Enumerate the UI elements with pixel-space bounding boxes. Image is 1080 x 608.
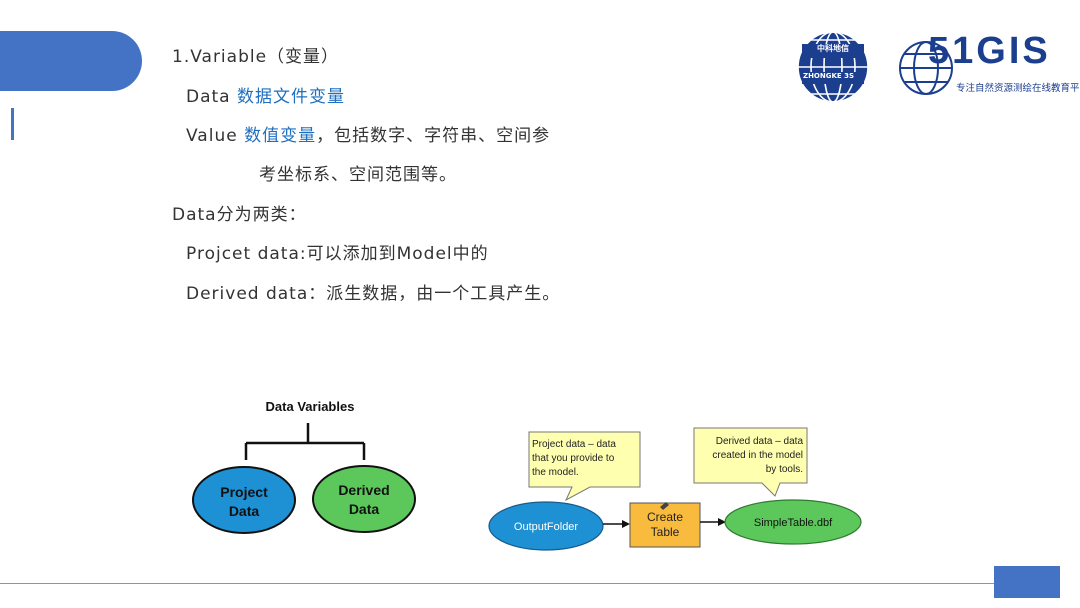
line-value-rest: ，包括数字、字符串、空间参 xyxy=(316,126,551,146)
project-data-label-2: Data xyxy=(229,503,260,519)
line-project-data: Projcet data:可以添加到Model中的 xyxy=(186,244,489,264)
tree-connectors xyxy=(244,423,366,460)
callout2-line3: by tools. xyxy=(766,464,803,475)
line-data-highlight: 数据文件变量 xyxy=(237,87,345,107)
create-table-tool-node xyxy=(629,502,701,548)
logo2-main-text: 51GIS xyxy=(928,30,1051,72)
line-data: Data 数据文件变量 xyxy=(186,82,345,107)
bottom-divider xyxy=(0,583,1000,584)
project-data-node xyxy=(192,466,296,534)
arrowhead-2 xyxy=(718,518,726,526)
tool-label-1: Create xyxy=(647,510,683,524)
line-derived-data: Derived data：派生数据，由一个工具产生。 xyxy=(186,284,561,304)
project-data-callout xyxy=(528,431,641,502)
header-accent-tab xyxy=(0,31,142,91)
logo2-sub-text: 专注自然资源测绘在线教育平台 xyxy=(956,83,1080,94)
logo1-bottom-text: ZHONGKE 3S xyxy=(803,72,855,80)
data-variables-title: Data Variables xyxy=(266,399,355,414)
arrowhead-1 xyxy=(622,520,630,528)
line-value-continued: 考坐标系、空间范围等。 xyxy=(259,165,457,185)
hammer-icon xyxy=(660,502,669,510)
bottom-right-accent xyxy=(994,566,1060,598)
line-value-highlight: 数值变量 xyxy=(244,126,317,146)
callout2-line1: Derived data – data xyxy=(716,436,804,447)
callout2-line2: created in the model xyxy=(712,450,803,461)
zhongke-globe-logo xyxy=(797,31,869,103)
side-accent-bar xyxy=(11,108,14,140)
derived-data-callout xyxy=(693,427,808,497)
line-data-two-types: Data分为两类： xyxy=(172,205,307,225)
output-folder-label: OutputFolder xyxy=(514,521,579,533)
project-data-label-1: Project xyxy=(220,484,268,500)
tool-label-2: Table xyxy=(651,525,680,539)
heading-variable: 1.Variable（变量） xyxy=(172,47,340,67)
line-value: Value 数值变量，包括数字、字符串、空间参 xyxy=(186,121,550,146)
simpletable-node xyxy=(724,499,862,545)
callout1-line2: that you provide to xyxy=(532,453,615,464)
callout1-line1: Project data – data xyxy=(532,439,616,450)
output-folder-node xyxy=(488,501,604,551)
line-data-prefix: Data xyxy=(186,87,237,107)
simpletable-label: SimpleTable.dbf xyxy=(754,517,833,529)
51gis-globe-logo xyxy=(899,41,953,95)
derived-data-label-2: Data xyxy=(349,501,380,517)
line-value-prefix: Value xyxy=(186,126,245,146)
logo1-top-text: 中科地信 xyxy=(817,44,849,53)
callout1-line3: the model. xyxy=(532,467,579,478)
derived-data-label-1: Derived xyxy=(338,482,389,498)
derived-data-node xyxy=(312,465,416,533)
